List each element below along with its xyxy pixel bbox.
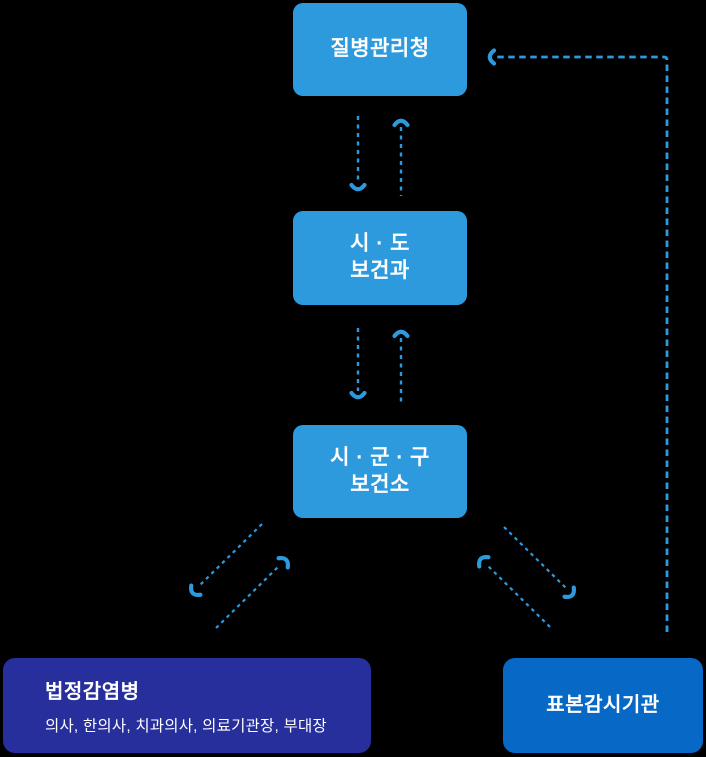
- arrowhead-down-right: [562, 585, 577, 600]
- arrow-legal-to-sigungu-upright-icon: [215, 555, 291, 629]
- arrow-line: [496, 55, 669, 632]
- arrowhead-up: [392, 329, 410, 339]
- node-sido-label-line1: 시 · 도: [350, 232, 410, 256]
- arrow-line: [486, 564, 551, 628]
- node-kdca: 질병관리청: [293, 3, 467, 96]
- arrow-sentinel-to-kdca-elbow-icon: [487, 48, 669, 632]
- node-kdca-label: 질병관리청: [330, 37, 430, 61]
- node-legal-subtitle: 의사, 한의사, 치과의사, 의료기관장, 부대장: [45, 718, 327, 735]
- arrow-sigungu-to-sido-up-icon: [392, 329, 410, 404]
- arrow-sigungu-to-legal-downleft-icon: [188, 523, 263, 598]
- arrow-line: [215, 564, 281, 629]
- arrow-line: [198, 523, 263, 587]
- arrow-line: [503, 526, 567, 589]
- arrow-kdca-to-sido-down-icon: [349, 116, 367, 192]
- node-sigungu-label-line2: 보건소: [350, 472, 410, 496]
- arrow-sido-to-kdca-up-icon: [392, 118, 410, 196]
- arrow-sigungu-to-sentinel-downright-icon: [503, 526, 577, 600]
- node-sigungu-health-center: 시 · 군 · 구 보건소: [293, 425, 467, 518]
- node-legal-infectious-disease: 법정감염병 의사, 한의사, 치과의사, 의료기관장, 부대장: [3, 658, 371, 753]
- node-sigungu-label-line1: 시 · 군 · 구: [330, 445, 430, 469]
- node-legal-title: 법정감염병: [45, 681, 140, 703]
- node-sido-health-division: 시 · 도 보건과: [293, 211, 467, 305]
- arrowhead-down: [349, 390, 367, 400]
- node-sentinel-surveillance-agency: 표본감시기관: [503, 658, 703, 753]
- arrowhead-up-left: [476, 554, 491, 569]
- arrowhead-left: [487, 48, 497, 66]
- arrow-sentinel-to-sigungu-upleft-icon: [476, 554, 551, 628]
- node-sido-label-line2: 보건과: [350, 259, 410, 282]
- arrowhead-down-left: [188, 583, 203, 598]
- node-sentinel-label: 표본감시기관: [546, 693, 660, 716]
- arrowhead-down: [349, 182, 367, 192]
- arrow-sido-to-sigungu-down-icon: [349, 328, 367, 400]
- arrowhead-up: [392, 118, 410, 128]
- arrowhead-up-right: [276, 555, 291, 570]
